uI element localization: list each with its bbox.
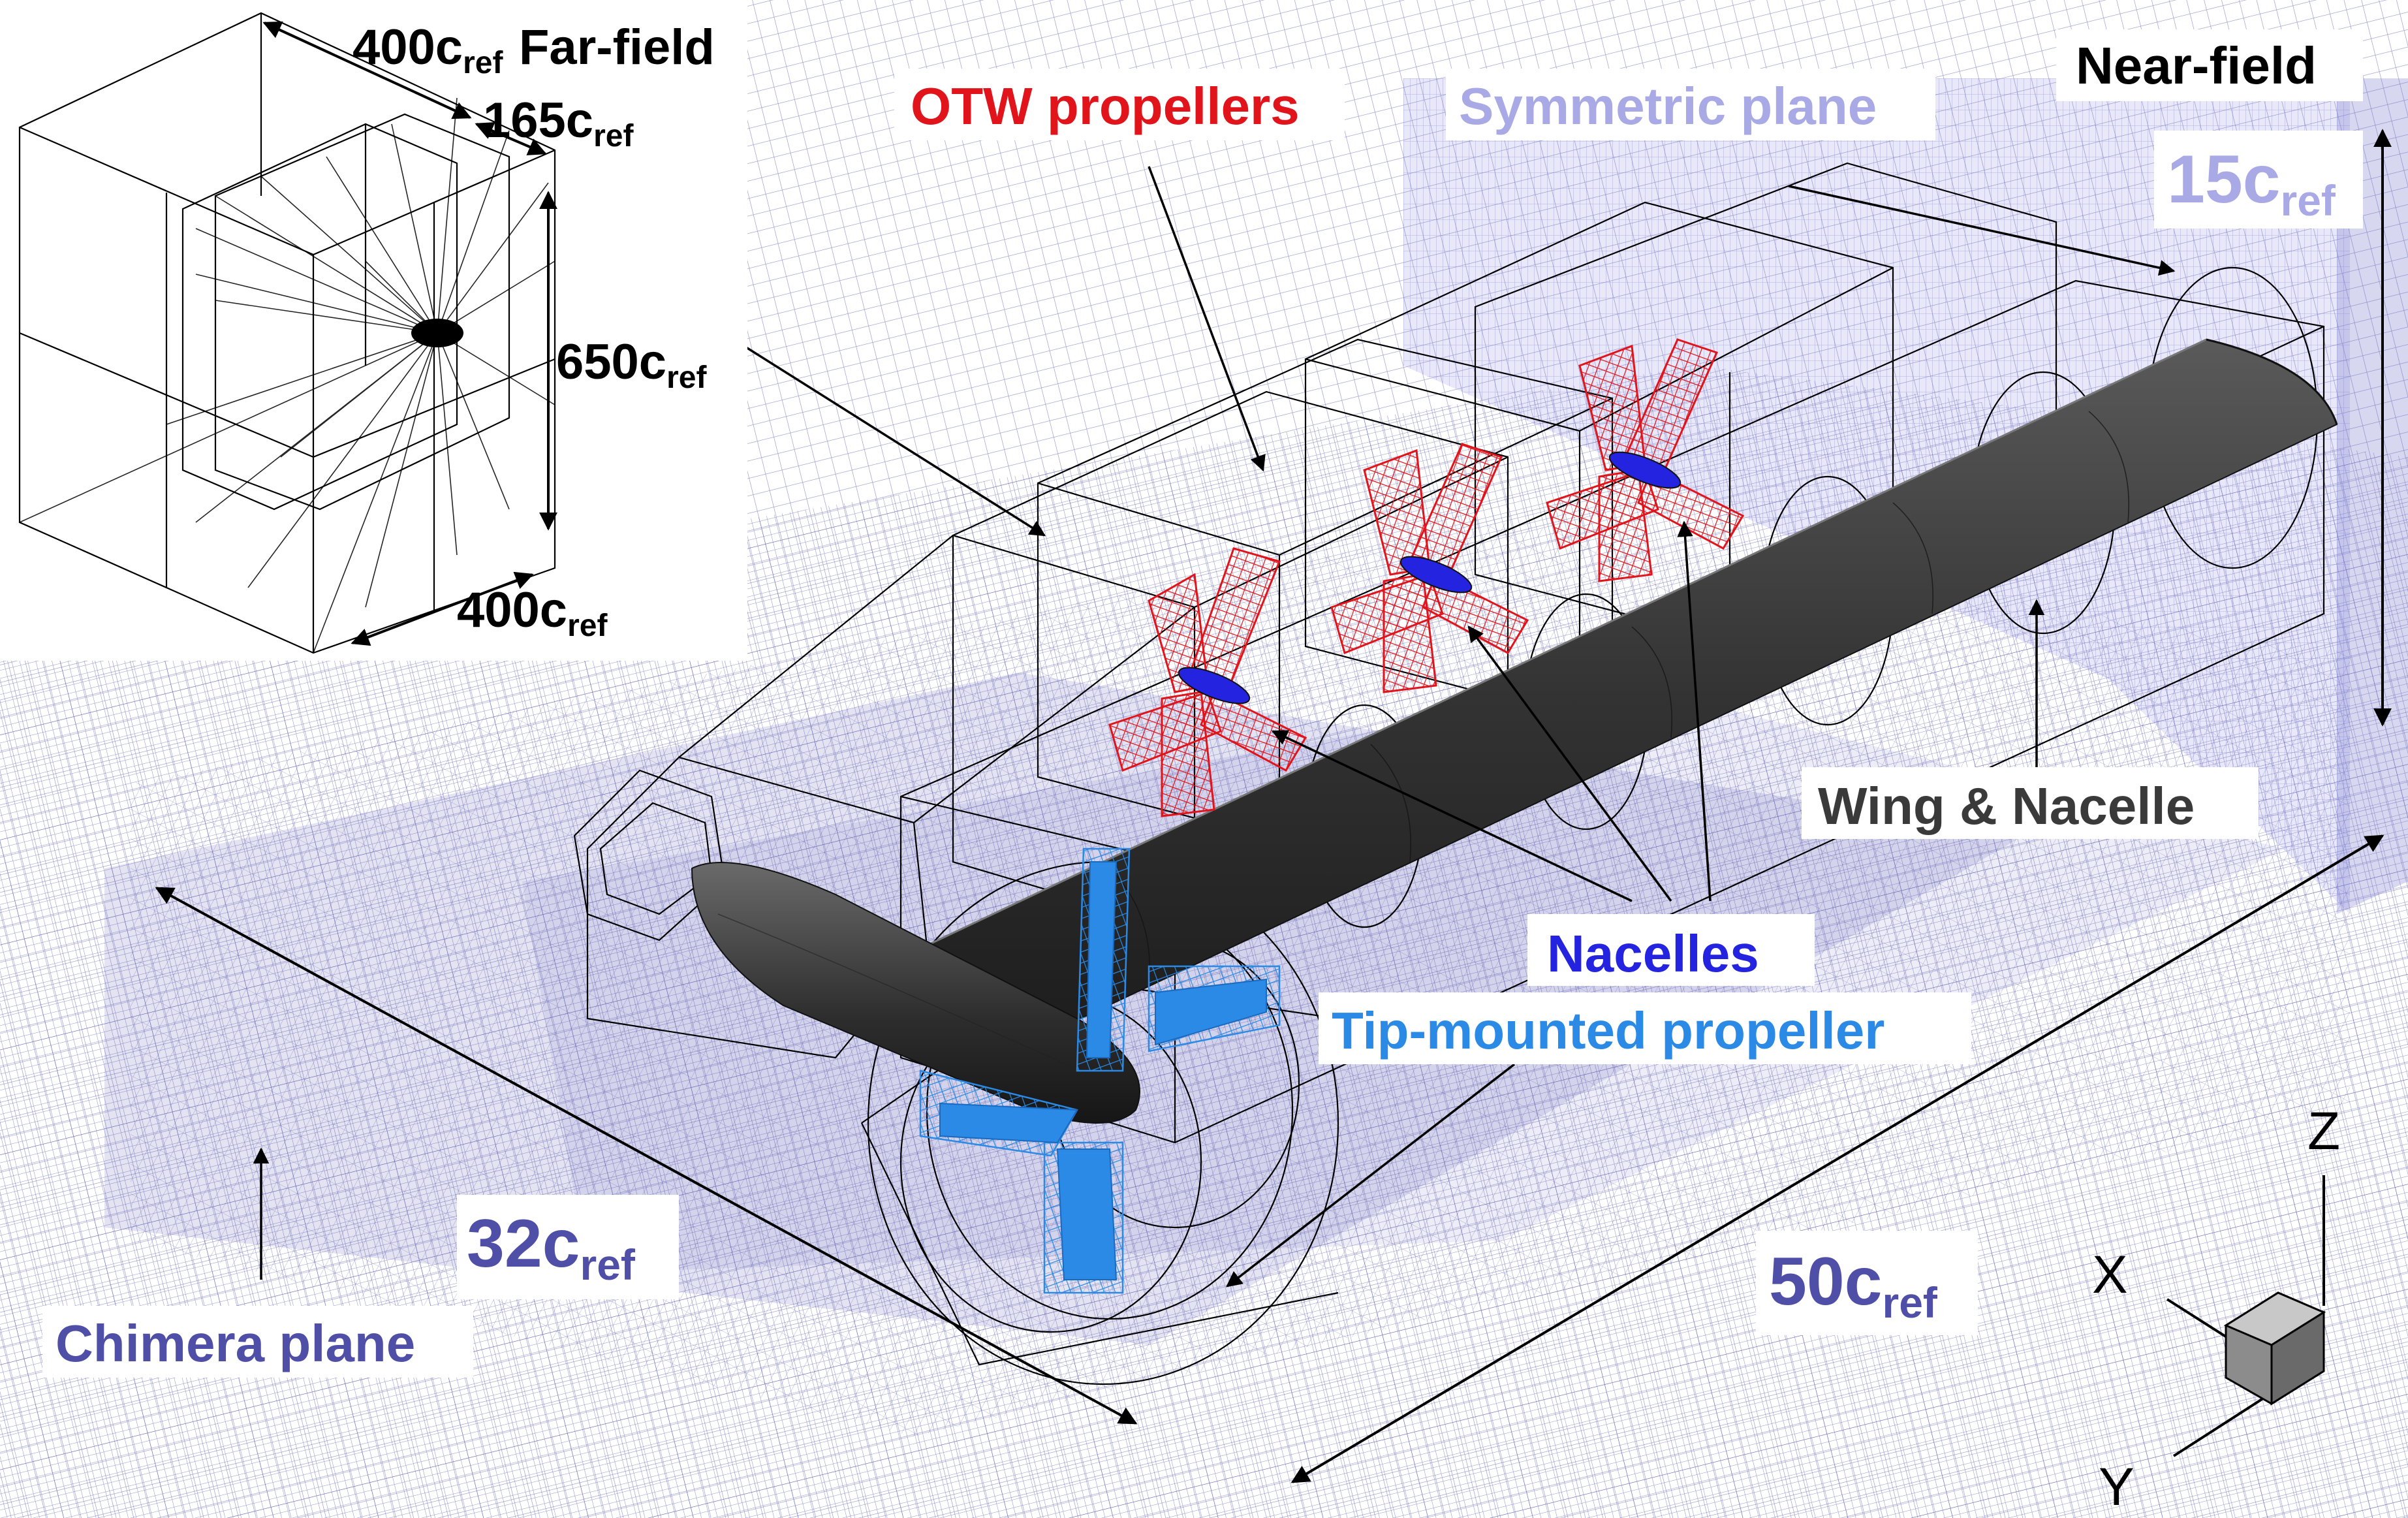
dimension-arrows [155, 129, 2392, 1483]
far-field-label: Far-field [519, 20, 715, 75]
axis-x-label: X [2092, 1245, 2128, 1305]
inset-650-dim: 650cref [556, 334, 707, 395]
labels: 400cref Far-field 165cref 650cref 400cre… [42, 20, 2363, 1378]
otw-propellers-label: OTW propellers [911, 77, 1300, 135]
nacelles-label: Nacelles [1547, 925, 1759, 983]
symmetric-plane-label: Symmetric plane [1459, 77, 1877, 135]
chimera-plane-label: Chimera plane [55, 1314, 415, 1372]
nacelle-1 [1178, 667, 1251, 704]
axis-z-label: Z [2307, 1101, 2340, 1161]
near-15-dim: 15cref [2167, 142, 2336, 225]
axis-y-label: Y [2099, 1457, 2134, 1517]
inset-bottom-dim: 400cref [457, 582, 608, 643]
near-50-dim: 50cref [1769, 1244, 1938, 1327]
otw-propeller-2 [1330, 443, 1529, 693]
nacelle-2 [1399, 556, 1473, 593]
inset-top-dim: 400cref [352, 20, 503, 80]
far-field-inset [0, 0, 747, 661]
inset-165-dim: 165cref [483, 93, 634, 153]
nacelle-3 [1608, 451, 1681, 489]
near-field-label: Near-field [2076, 37, 2317, 95]
otw-propeller-3 [1546, 338, 1745, 582]
near-32-dim: 32cref [467, 1206, 636, 1289]
wing-nacelle-label: Wing & Nacelle [1818, 777, 2195, 835]
axis-triad: Z X Y [2092, 1101, 2340, 1517]
tip-propeller-label: Tip-mounted propeller [1332, 1002, 1884, 1060]
otw-propeller-1 [1108, 547, 1307, 817]
